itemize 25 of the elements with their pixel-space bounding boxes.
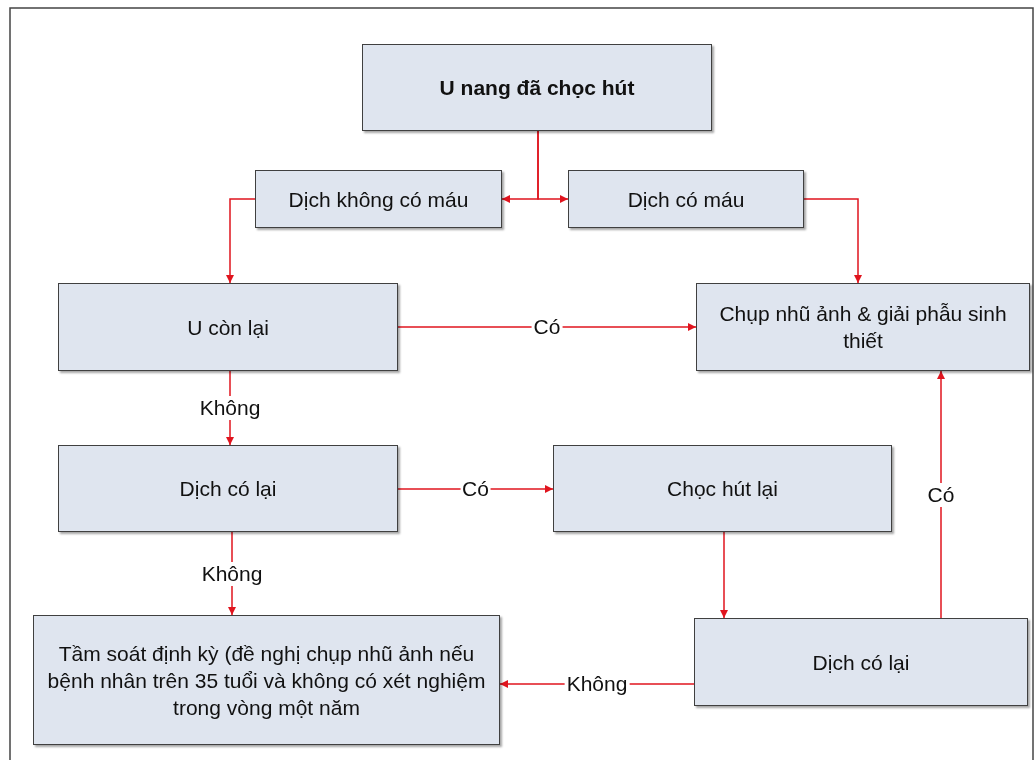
process-box <box>58 445 398 532</box>
arrow <box>226 198 256 284</box>
box-text: U còn lại <box>187 314 269 341</box>
process-box <box>362 44 712 131</box>
arrow <box>720 531 728 619</box>
process-box <box>255 170 502 228</box>
box-text: Dịch không có máu <box>288 186 469 213</box>
box-text: Chọc hút lại <box>667 476 778 502</box>
arrow <box>537 130 569 203</box>
process-box <box>33 615 500 745</box>
box-text: Chụp nhũ ảnh & giải phẫu sinh thiết <box>718 301 1008 354</box>
process-box <box>553 445 892 532</box>
process-box <box>696 283 1030 371</box>
process-box <box>58 283 398 371</box>
process-box <box>694 618 1028 706</box>
box-text: Dịch có lại <box>812 649 910 676</box>
edge-label: Có <box>925 482 957 507</box>
box-text: Dịch có máu <box>627 186 745 213</box>
box-text: Tầm soát định kỳ (đề nghị chụp nhũ ảnh nếu bệnh nhân trên 35 tuổi và không có xét nghiệm trong vòng một năm <box>46 640 487 721</box>
box-text: U nang đã chọc hút <box>439 75 635 101</box>
process-box <box>568 170 804 228</box>
arrow <box>937 370 945 619</box>
box-text: Dịch có lại <box>179 476 277 502</box>
arrow <box>397 323 697 331</box>
arrow <box>803 198 862 284</box>
